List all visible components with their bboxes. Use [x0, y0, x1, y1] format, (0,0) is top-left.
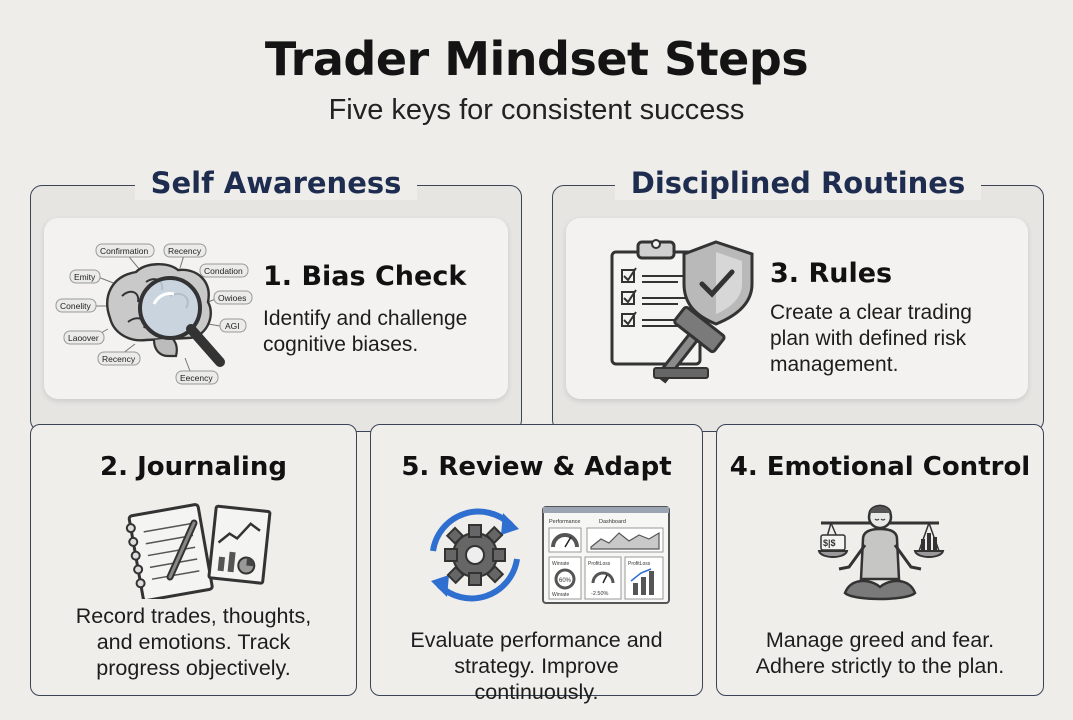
- step-title-journaling: 2. Journaling: [100, 452, 287, 482]
- dashboard-profitloss-label: ProfitLoss: [588, 561, 611, 567]
- step-title-bias-check: 1. Bias Check: [263, 261, 467, 292]
- dashboard-winrate-value: 60%: [559, 578, 572, 584]
- bias-label: Confirmation: [100, 246, 148, 256]
- step-title-rules: 3. Rules: [770, 258, 893, 289]
- scale-money-label: $|$: [823, 538, 836, 548]
- meditating-person-scale-icon: $|$: [817, 504, 945, 601]
- bias-label: Owioes: [218, 293, 246, 303]
- card-journaling: 2. Journaling Record trades, thoughts, a…: [30, 424, 357, 696]
- step-description-rules: Create a clear trading plan with defined…: [770, 301, 972, 376]
- step-title-review-adapt: 5. Review & Adapt: [401, 452, 672, 482]
- dashboard-winrate-label: Winrate: [552, 561, 569, 567]
- card-bias-check: Confirmation Recency Emity Condation Con…: [44, 218, 508, 399]
- dashboard-title-label: Dashboard: [599, 519, 626, 525]
- group-title-self-awareness: Self Awareness: [134, 166, 418, 200]
- step-description-journaling: Record trades, thoughts, and emotions. T…: [75, 604, 312, 680]
- dashboard-performance-label: Performance: [549, 519, 581, 525]
- bias-label: Conelity: [60, 301, 91, 311]
- gear-cycle-dashboard-icon: Performance Dashboard Winrate 60% Winrat…: [430, 506, 670, 604]
- step-description-review-adapt: Evaluate performance and strategy. Impro…: [410, 628, 663, 704]
- card-rules: 3. Rules Create a clear trading plan wit…: [566, 218, 1028, 399]
- page-title: Trader Mindset Steps: [264, 32, 809, 86]
- page-subtitle: Five keys for consistent success: [328, 94, 745, 126]
- dashboard-profitloss-value: -2.50%: [591, 591, 609, 597]
- card-emotional-control: 4. Emotional Control $|$ Manage greed an…: [716, 424, 1044, 696]
- bias-label: Recency: [102, 354, 136, 364]
- step-description-bias-check: Identify and challenge cognitive biases.: [263, 307, 468, 356]
- step-description-emotional-control: Manage greed and fear. Adhere strictly t…: [755, 628, 1005, 678]
- bias-label: Emity: [74, 272, 96, 282]
- bias-label: Laoover: [68, 333, 99, 343]
- dashboard-profitloss-label-2: ProfitLoss: [628, 561, 651, 567]
- clipboard-shield-gavel-icon: [610, 239, 754, 384]
- step-title-emotional-control: 4. Emotional Control: [729, 452, 1031, 482]
- bias-label: AGI: [225, 321, 240, 331]
- dashboard-winrate-footer: Winrate: [552, 592, 569, 598]
- group-title-disciplined-routines: Disciplined Routines: [614, 166, 982, 200]
- bias-label: Condation: [204, 266, 243, 276]
- bias-label: Eecency: [180, 373, 213, 383]
- card-review-adapt: 5. Review & Adapt Performance Dashboard …: [370, 424, 703, 704]
- bias-label: Recency: [168, 246, 202, 256]
- brain-magnifier-icon: Confirmation Recency Emity Condation Con…: [55, 243, 253, 385]
- notebook-chart-icon: [125, 503, 272, 599]
